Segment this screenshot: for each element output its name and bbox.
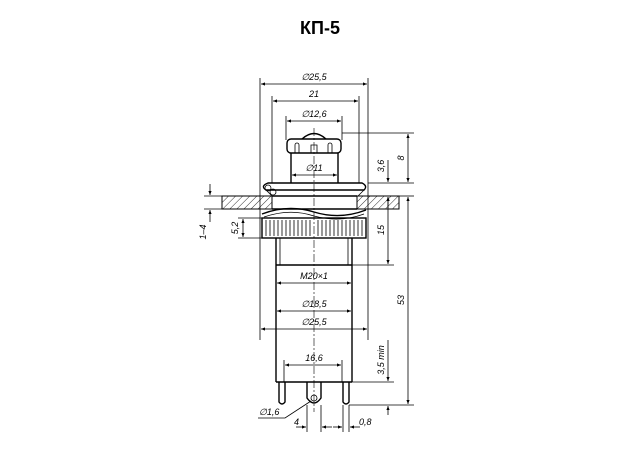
dim-stem-diameter: ∅11 [305,163,322,173]
dim-cap-diameter: ∅12,6 [301,109,326,119]
dim-body-diameter: ∅18,5 [301,299,327,309]
dim-top-outer-diameter: ∅25,5 [301,72,327,82]
dim-nut-height: 5,2 [230,222,240,235]
dimension-lines [204,78,414,432]
dim-nut-diameter: ∅25,5 [301,317,327,327]
dim-cap-height: 8 [396,155,406,160]
dim-pin-width: 4 [294,417,299,427]
dim-pin-length: 3,5 min [376,345,386,375]
dim-hole-diameter: ∅1,6 [259,407,279,417]
spring-washer [261,207,367,217]
dim-overall-height: 53 [396,295,406,305]
housing [275,238,353,383]
panel-right [356,195,400,210]
dim-pin-thickness: 0,8 [359,417,372,427]
drawing-title: КП-5 [300,18,340,38]
terminal-pins [278,382,350,405]
dim-bezel-height: 3,6 [376,160,386,173]
bezel [262,182,367,197]
dim-pin-spacing: 16,6 [305,353,323,363]
dim-thread: M20×1 [300,271,328,281]
dim-thread-length: 15 [376,224,386,235]
knurled-nut [261,217,367,239]
button-cap [286,132,342,183]
dim-panel-thickness: 1–4 [198,224,208,239]
dim-bezel-width: 21 [308,89,319,99]
panel-left [221,195,273,210]
